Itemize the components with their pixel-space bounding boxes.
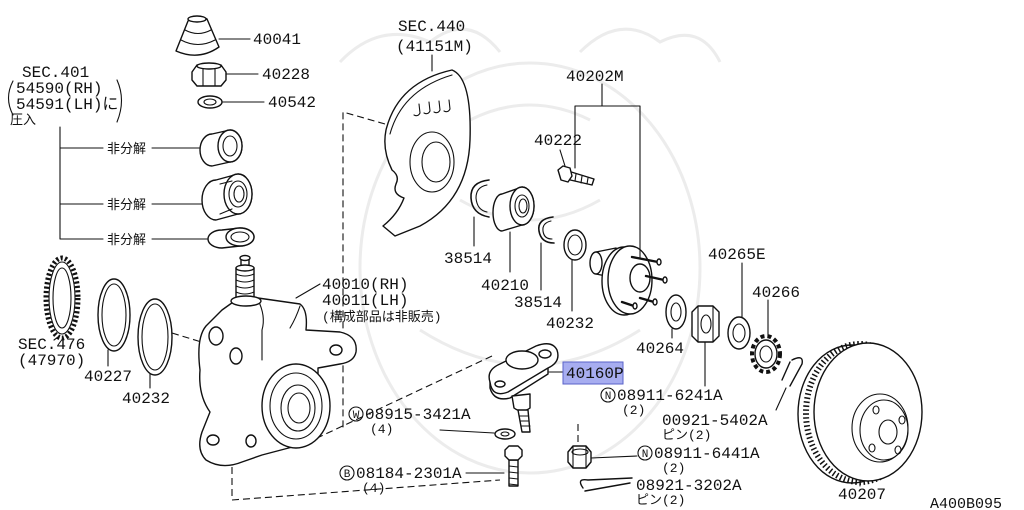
hub-bolt-40222 bbox=[557, 165, 595, 186]
callout-40232-right[interactable]: 40232 bbox=[546, 315, 594, 333]
callout-08911-6241a[interactable]: 08911-6241A bbox=[617, 387, 723, 405]
leader-lines bbox=[7, 38, 861, 487]
seal-40232-right bbox=[563, 229, 587, 261]
qty-08184-2301a: (4) bbox=[362, 481, 385, 496]
snap-ring-38514-b bbox=[537, 216, 555, 244]
circled-n-badge bbox=[600, 387, 616, 403]
leader-00921-5402a bbox=[775, 387, 787, 411]
circled-b-badge bbox=[339, 465, 355, 481]
dust-shield-sec440 bbox=[382, 69, 471, 237]
non-disassembly-label-3: 非分解 bbox=[107, 233, 146, 248]
tone-ring-sec476 bbox=[43, 255, 81, 341]
cotter-pin-00921 bbox=[781, 357, 803, 387]
sec440-title[interactable]: SEC.440 bbox=[398, 18, 465, 36]
callout-38514-a[interactable]: 38514 bbox=[444, 250, 492, 268]
knuckle-note: (構成部品は非販売) bbox=[322, 309, 442, 325]
circled-b-letter: B bbox=[344, 469, 351, 481]
wheel-bearing-40210 bbox=[492, 186, 535, 232]
non-disassembly-label-1: 非分解 bbox=[107, 142, 146, 157]
sec476-code: (47970) bbox=[18, 352, 85, 370]
circled-w-letter: W bbox=[353, 410, 360, 422]
callout-40222[interactable]: 40222 bbox=[534, 132, 582, 150]
callout-40266[interactable]: 40266 bbox=[752, 284, 800, 302]
sec476-title[interactable]: SEC.476 bbox=[18, 336, 85, 354]
nut-08911-6441a bbox=[567, 445, 592, 469]
hub-nut bbox=[691, 305, 720, 343]
qty-08911-6441a: (2) bbox=[662, 461, 685, 476]
qty-08921-3202a: ピン(2) bbox=[636, 493, 685, 508]
callout-40265e[interactable]: 40265E bbox=[708, 246, 766, 264]
sec401-title[interactable]: SEC.401 bbox=[22, 64, 89, 82]
boot-40041 bbox=[175, 15, 220, 56]
steering-knuckle bbox=[198, 254, 357, 467]
washer-40542 bbox=[197, 95, 223, 109]
brake-disc-40207 bbox=[797, 341, 923, 485]
qty-08915-3421a: (4) bbox=[370, 422, 393, 437]
cotter-pin-08921 bbox=[579, 477, 633, 492]
washer-40265e bbox=[727, 316, 751, 350]
callout-40264[interactable]: 40264 bbox=[636, 340, 684, 358]
ring-40227 bbox=[97, 278, 131, 352]
callout-40542[interactable]: 40542 bbox=[268, 94, 316, 112]
callout-08921-3202a[interactable]: 08921-3202A bbox=[636, 477, 742, 495]
leader-knuckle bbox=[295, 283, 321, 299]
callout-40207[interactable]: 40207 bbox=[838, 486, 886, 504]
non-disassembly-label-2: 非分解 bbox=[107, 198, 146, 213]
callout-00921-5402a[interactable]: 00921-5402A bbox=[662, 412, 768, 430]
sec401-note: 圧入 bbox=[10, 113, 36, 128]
ball-joint-40160p bbox=[488, 343, 559, 433]
sec440-code: (41151M) bbox=[396, 38, 473, 56]
callout-38514-b[interactable]: 38514 bbox=[514, 294, 562, 312]
leader-08915-3421a bbox=[439, 429, 495, 434]
seal-40232-left bbox=[137, 298, 173, 376]
callout-40228[interactable]: 40228 bbox=[262, 66, 310, 84]
assembly-dashed-lines bbox=[171, 111, 579, 501]
circled-w-badge bbox=[348, 406, 364, 422]
leader-08911-6441a bbox=[590, 455, 638, 459]
circled-n-letter: N bbox=[605, 391, 612, 403]
washer-08915 bbox=[494, 428, 516, 440]
bolt-08184 bbox=[504, 445, 523, 487]
leader-sec476 bbox=[53, 336, 59, 341]
leader-40202m bbox=[574, 83, 641, 259]
snap-ring-38514-a bbox=[470, 179, 490, 218]
callout-40210[interactable]: 40210 bbox=[481, 277, 529, 295]
leader-sec401-bracket bbox=[7, 79, 123, 123]
callout-08184-2301a[interactable]: 08184-2301A bbox=[356, 465, 462, 483]
callout-40160p[interactable]: 40160P bbox=[566, 365, 624, 383]
callout-40041[interactable]: 40041 bbox=[253, 31, 301, 49]
watermark bbox=[338, 27, 722, 475]
bearing-cone bbox=[201, 173, 253, 221]
callout-40227[interactable]: 40227 bbox=[84, 368, 132, 386]
qty-08911-6241a: (2) bbox=[622, 403, 645, 418]
sec401-lh: 54591(LH)に bbox=[16, 96, 118, 114]
callout-08915-3421a[interactable]: 08915-3421A bbox=[365, 406, 471, 424]
castle-cap-40266 bbox=[750, 334, 782, 374]
grease-seal bbox=[207, 227, 255, 249]
circled-n-letter-2: N bbox=[642, 449, 649, 461]
diagram-id: A400B095 bbox=[930, 496, 1002, 510]
wheel-hub-40202m bbox=[589, 245, 668, 316]
sec401-rh: 54590(RH) bbox=[16, 80, 102, 98]
callout-40011-lh[interactable]: 40011(LH) bbox=[322, 292, 408, 310]
nut-40228 bbox=[191, 62, 227, 87]
selected-callout-highlight bbox=[562, 361, 624, 385]
callout-08911-6441a[interactable]: 08911-6441A bbox=[654, 445, 760, 463]
callout-40010-rh[interactable]: 40010(RH) bbox=[322, 276, 408, 294]
callout-40232-left[interactable]: 40232 bbox=[122, 390, 170, 408]
washer-40264 bbox=[665, 294, 687, 330]
leader-sec401-tree bbox=[59, 126, 104, 240]
qty-00921-5402a: ピン(2) bbox=[662, 428, 711, 443]
circled-n-badge-2 bbox=[637, 445, 653, 461]
callout-40202m[interactable]: 40202M bbox=[566, 68, 624, 86]
leader-40222 bbox=[559, 149, 566, 167]
bearing-cup bbox=[199, 129, 243, 167]
